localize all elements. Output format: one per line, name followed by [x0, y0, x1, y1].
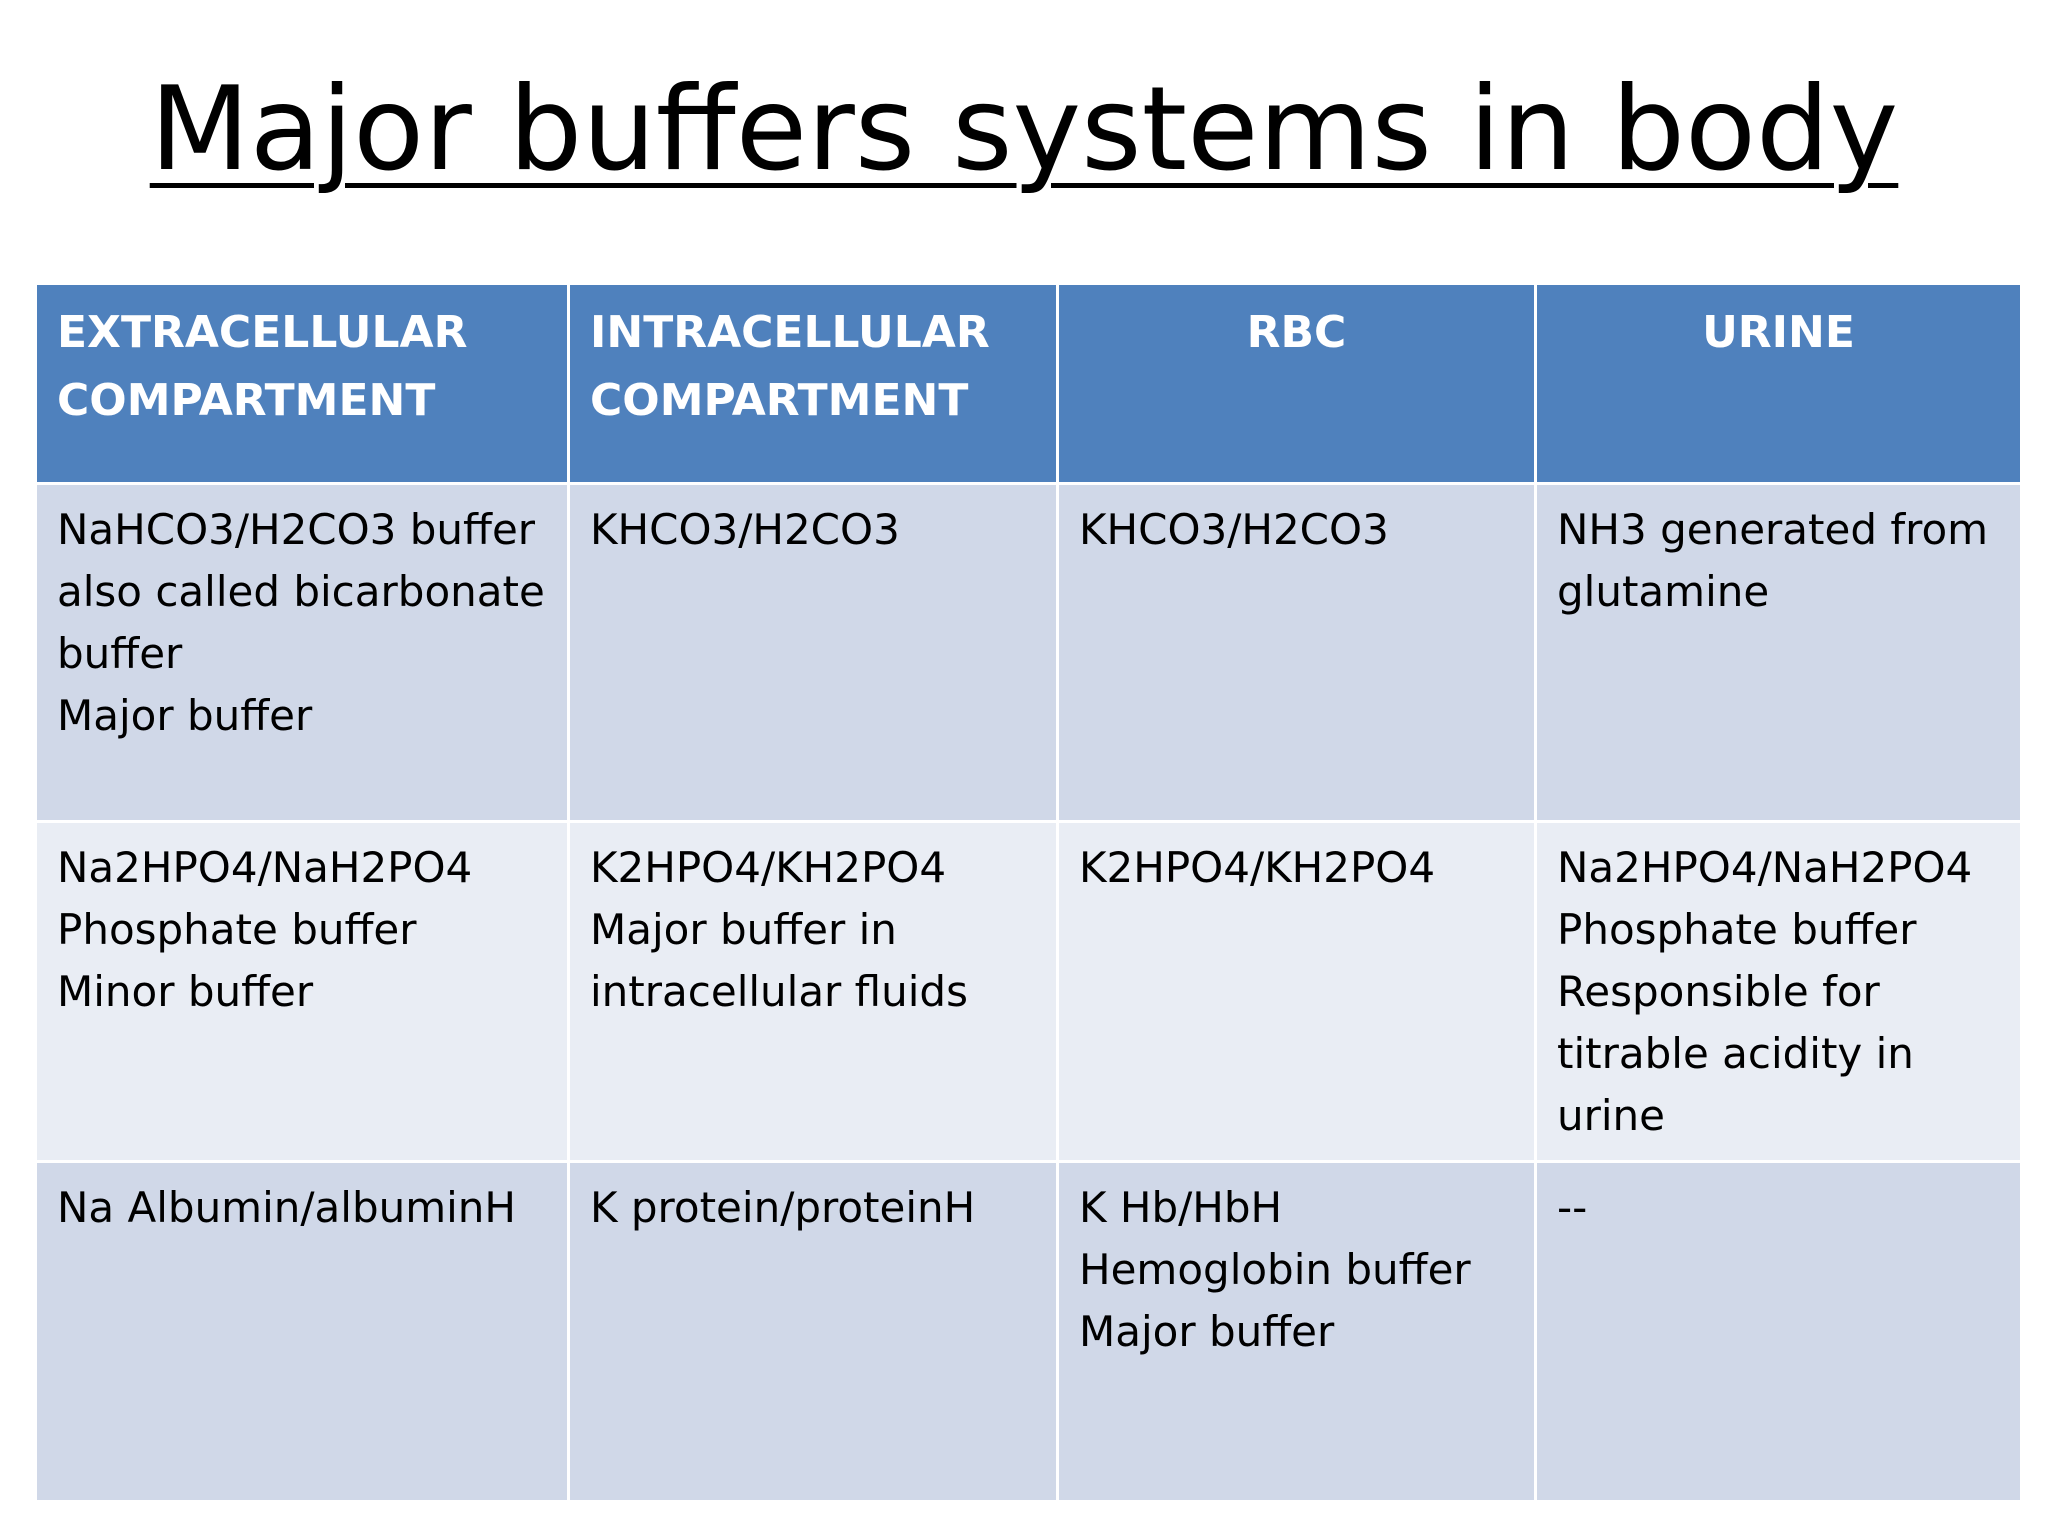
header-line: COMPARTMENT — [590, 375, 969, 426]
buffers-table: EXTRACELLULAR COMPARTMENT INTRACELLULAR … — [34, 282, 2023, 1503]
cell-line: -- — [1557, 1183, 1588, 1232]
header-line: INTRACELLULAR — [590, 307, 990, 358]
header-line: URINE — [1702, 307, 1855, 358]
cell-line: Major buffer — [1079, 1307, 1335, 1356]
header-extracellular: EXTRACELLULAR COMPARTMENT — [34, 282, 570, 485]
cell-line: NH3 generated from — [1557, 505, 1989, 554]
cell-line: Na2HPO4/NaH2PO4 — [1557, 843, 1973, 892]
cell-rbc: K Hb/HbH Hemoglobin buffer Major buffer — [1056, 1160, 1537, 1503]
cell-rbc: KHCO3/H2CO3 — [1056, 482, 1537, 823]
cell-line: Na Albumin/albuminH — [57, 1183, 517, 1232]
cell-line: KHCO3/H2CO3 — [590, 505, 900, 554]
cell-line: K protein/proteinH — [590, 1183, 976, 1232]
cell-line: NaHCO3/H2CO3 buffer — [57, 505, 536, 554]
cell-line: KHCO3/H2CO3 — [1079, 505, 1389, 554]
slide-title-text: Major buffers systems in body — [149, 62, 1899, 197]
header-line: EXTRACELLULAR — [57, 307, 468, 358]
table-header: EXTRACELLULAR COMPARTMENT INTRACELLULAR … — [34, 282, 2023, 485]
header-row: EXTRACELLULAR COMPARTMENT INTRACELLULAR … — [34, 282, 2023, 485]
cell-extracellular: Na Albumin/albuminH — [34, 1160, 570, 1503]
cell-line: Hemoglobin buffer — [1079, 1245, 1471, 1294]
cell-extracellular: NaHCO3/H2CO3 buffer also called bicarbon… — [34, 482, 570, 823]
cell-urine: -- — [1534, 1160, 2023, 1503]
table-body: NaHCO3/H2CO3 buffer also called bicarbon… — [34, 482, 2023, 1503]
cell-rbc: K2HPO4/KH2PO4 — [1056, 820, 1537, 1163]
header-intracellular: INTRACELLULAR COMPARTMENT — [567, 282, 1059, 485]
cell-line: Minor buffer — [57, 967, 314, 1016]
cell-line: Phosphate buffer — [57, 905, 417, 954]
header-line: COMPARTMENT — [57, 375, 436, 426]
cell-line: K2HPO4/KH2PO4 — [1079, 843, 1436, 892]
cell-line: buffer — [57, 629, 183, 678]
cell-extracellular: Na2HPO4/NaH2PO4 Phosphate buffer Minor b… — [34, 820, 570, 1163]
cell-urine: NH3 generated from glutamine — [1534, 482, 2023, 823]
cell-line: urine — [1557, 1091, 1666, 1140]
cell-intracellular: K protein/proteinH — [567, 1160, 1059, 1503]
cell-line: Major buffer in — [590, 905, 897, 954]
cell-line: K2HPO4/KH2PO4 — [590, 843, 947, 892]
cell-line: Major buffer — [57, 691, 313, 740]
header-rbc: RBC — [1056, 282, 1537, 485]
header-urine: URINE — [1534, 282, 2023, 485]
cell-line: intracellular fluids — [590, 967, 968, 1016]
cell-intracellular: K2HPO4/KH2PO4 Major buffer in intracellu… — [567, 820, 1059, 1163]
cell-line: K Hb/HbH — [1079, 1183, 1283, 1232]
cell-intracellular: KHCO3/H2CO3 — [567, 482, 1059, 823]
cell-line: glutamine — [1557, 567, 1770, 616]
cell-line: Responsible for — [1557, 967, 1880, 1016]
slide-title: Major buffers systems in body — [0, 60, 2048, 200]
table-row: Na Albumin/albuminH K protein/proteinH K… — [34, 1160, 2023, 1503]
cell-line: Phosphate buffer — [1557, 905, 1917, 954]
table-row: NaHCO3/H2CO3 buffer also called bicarbon… — [34, 482, 2023, 823]
header-line: RBC — [1246, 307, 1347, 358]
cell-line: titrable acidity in — [1557, 1029, 1914, 1078]
table-row: Na2HPO4/NaH2PO4 Phosphate buffer Minor b… — [34, 820, 2023, 1163]
cell-line: Na2HPO4/NaH2PO4 — [57, 843, 473, 892]
cell-urine: Na2HPO4/NaH2PO4 Phosphate buffer Respons… — [1534, 820, 2023, 1163]
cell-line: also called bicarbonate — [57, 567, 545, 616]
